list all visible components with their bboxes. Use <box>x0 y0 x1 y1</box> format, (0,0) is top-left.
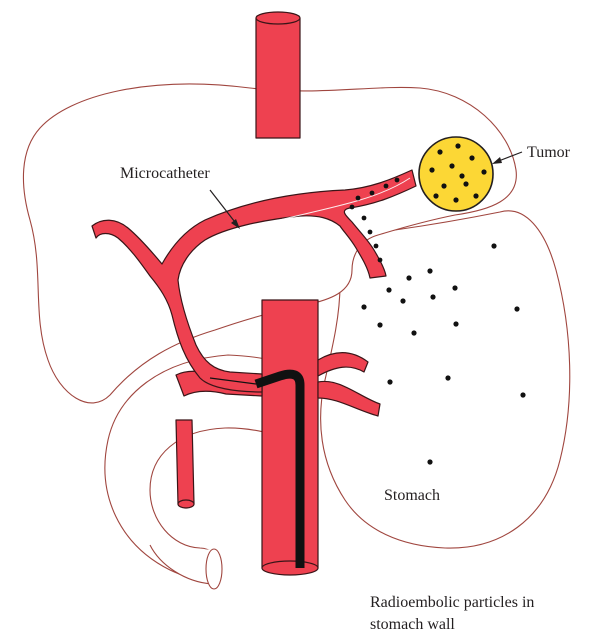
aorta-upper <box>256 12 300 138</box>
stomach <box>321 211 570 548</box>
tumor-label: Tumor <box>527 144 571 161</box>
particles-label-line2: stomach wall <box>370 616 455 633</box>
microcatheter-label: Microcatheter <box>120 165 210 182</box>
tumor <box>419 137 493 211</box>
particles-label-line1: Radioembolic particles in <box>370 594 534 611</box>
stomach-label: Stomach <box>384 487 440 504</box>
